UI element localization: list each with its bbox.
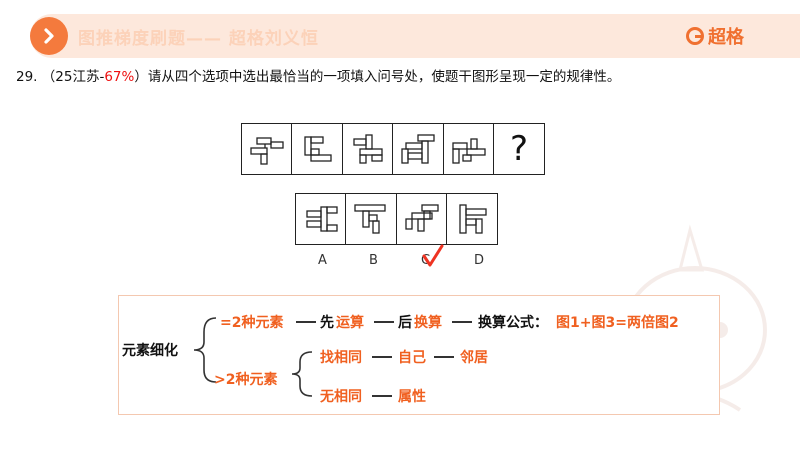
sequence-figure-3: [341, 123, 394, 175]
step-second-label: 后: [398, 315, 412, 331]
branch-equal-two: =2种元素: [220, 315, 284, 331]
brand-name: 超格: [708, 27, 744, 48]
page-title: 图推梯度刷题—— 超格刘义恒: [78, 29, 319, 49]
option-figure-c[interactable]: [395, 193, 448, 245]
question-prompt: 请从四个选项中选出最恰当的一项填入问号处，使题干图形呈现一定的规律性。: [147, 69, 621, 85]
option-figure-d[interactable]: [446, 193, 498, 245]
chevron-right-icon: [44, 28, 54, 44]
step-first-key: 运算: [336, 315, 364, 331]
question-source-open: （25江苏-: [41, 69, 105, 85]
answer-options: [294, 193, 498, 245]
sequence-figure-4: [392, 123, 444, 175]
connector: [296, 321, 316, 323]
sequence-figure-1: [240, 123, 293, 175]
question-mark: ?: [509, 129, 529, 169]
formula-label: 换算公式：: [478, 315, 548, 331]
option-label-d: D: [474, 253, 485, 268]
question-text: 29. （25江苏-67%）请从四个选项中选出最恰当的一项填入问号处，使题干图形…: [16, 65, 620, 85]
brand-g-icon: [686, 27, 704, 45]
find-same: 找相同: [320, 350, 362, 366]
connector: [372, 395, 392, 397]
mindmap-panel: [118, 295, 720, 415]
connector: [434, 356, 454, 358]
question-source-close: ）: [134, 69, 148, 85]
mindmap-brace-root: [193, 317, 217, 383]
sequence-figure-2: [291, 123, 343, 175]
option-label-b: B: [369, 253, 378, 268]
attribute-label: 属性: [398, 389, 426, 405]
self-label: 自己: [398, 350, 426, 366]
formula-value: 图1+图3=两倍图2: [556, 315, 679, 331]
header-bar: [30, 14, 800, 58]
neighbor-label: 邻居: [460, 350, 488, 366]
mindmap-root: 元素细化: [122, 343, 178, 359]
checkmark-icon: [422, 244, 444, 267]
no-same: 无相同: [320, 389, 362, 405]
next-button[interactable]: [30, 17, 68, 55]
connector: [452, 321, 472, 323]
sequence-figure-5: [442, 123, 495, 175]
connector: [374, 321, 394, 323]
connector: [372, 356, 392, 358]
step-first-label: 先: [320, 315, 334, 331]
step-second-key: 换算: [414, 315, 442, 331]
brand-logo: 超格: [686, 23, 744, 49]
question-number: 29.: [16, 69, 38, 85]
figure-sequence: ?: [240, 123, 545, 175]
option-label-a: A: [318, 253, 327, 268]
question-rate: 67%: [104, 69, 135, 85]
option-figure-a[interactable]: [294, 193, 347, 245]
option-figure-b[interactable]: [345, 193, 397, 245]
mindmap-brace-sub: [291, 351, 313, 397]
sequence-unknown: ?: [493, 123, 545, 175]
branch-greater-two: >2种元素: [214, 372, 278, 388]
